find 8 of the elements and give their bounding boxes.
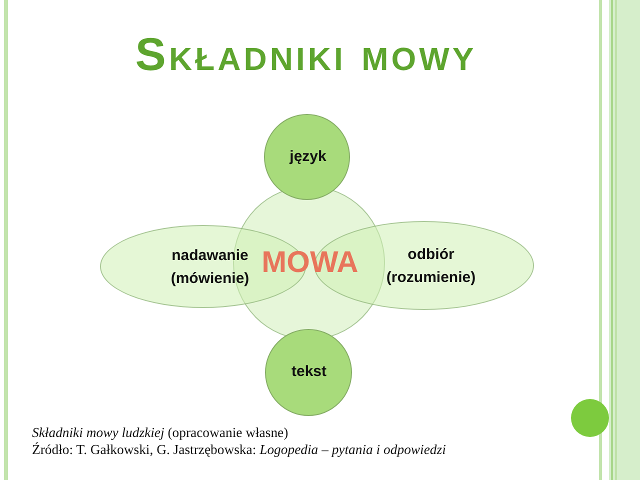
slide-title: Składniki mowy [134, 27, 478, 82]
circle-label: język [290, 147, 326, 167]
circle-label: tekst [291, 362, 327, 382]
source-note: Źródło: T. Gałkowski, G. Jastrzębowska: Logopedia – pytania i odpowiedzi [32, 441, 446, 458]
ellipse-label: odbiór (rozumienie) [385, 245, 477, 288]
center-label: MOWA [262, 246, 358, 280]
ellipse-label: nadawanie (mówienie) [170, 246, 250, 289]
figure-caption: Składniki mowy ludzkiej (opracowanie własne) [32, 424, 288, 441]
